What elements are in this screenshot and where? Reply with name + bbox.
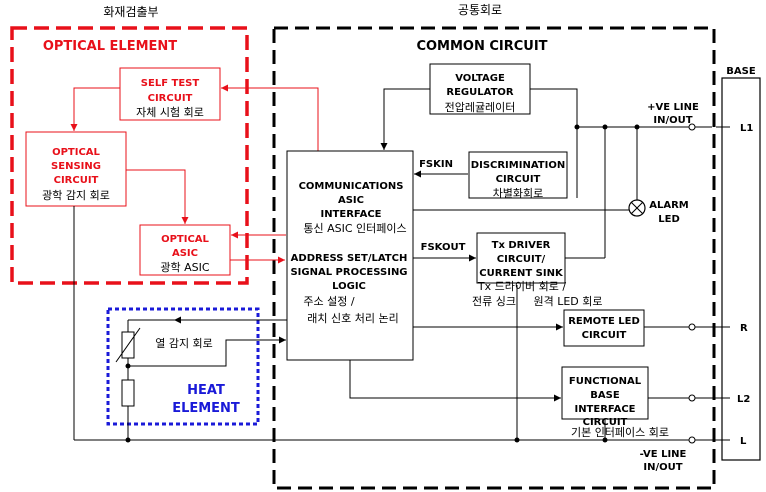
discrimination-label-1: DISCRIMINATION [471,160,565,171]
optical-element-frame [10,26,249,285]
thermistor-slash [115,327,141,363]
optical-asic-label-kr: 광학 ASIC [160,261,209,274]
asic-to-functional-base [349,360,561,402]
optical-asic-label-1: OPTICAL [161,234,209,245]
functional-base-label-1: FUNCTIONAL [569,376,642,387]
optical-sensing-label-1: OPTICAL [52,147,100,158]
junction-dot [514,437,520,443]
negative-line-label-1: -VE LINE [640,449,687,460]
tx-driver-label-2: CIRCUIT/ [497,254,546,265]
remote-led-label-2: CIRCUIT [582,330,627,341]
base-box [721,77,761,461]
terminal-r-label: R [740,323,748,334]
junction-dot [634,124,640,130]
terminal-l2-label: L2 [737,394,750,405]
junction-dot [574,124,580,130]
tx-driver-label-1: Tx DRIVER [492,240,551,251]
resistor-icon [121,379,135,407]
optical-asic-box [139,224,231,276]
voltage-regulator-label-1: VOLTAGE [455,73,505,84]
optical-asic-label-2: ASIC [172,248,198,259]
positive-line-label-2: IN/OUT [653,115,692,126]
functional-base-label-3: INTERFACE [574,404,635,415]
comm-asic-label-2: ASIC [338,195,364,206]
remote-led-label-1: REMOTE LED [568,316,640,327]
functional-base-interface-box [561,366,649,420]
heat-element-label-1: HEAT [187,383,225,398]
positive-line-label-1: +VE LINE [647,102,699,113]
sensing-to-asic-arrow [126,169,189,224]
alarm-led-label-2: LED [658,214,680,225]
terminal-l-label: L [740,436,747,447]
alarm-led-label-1: ALARM [649,200,689,211]
address-logic-label-2: SIGNAL PROCESSING [290,267,407,278]
terminal-l1-label: L1 [740,123,753,134]
junction-dot [602,124,608,130]
junction-dot [125,363,131,369]
heat-element-label-2: ELEMENT [172,401,240,416]
comm-asic-label-1: COMMUNICATIONS [299,181,404,192]
discrimination-label-kr: 차별화회로 [493,187,544,200]
heat-element-frame [106,307,260,426]
optical-element-title: OPTICAL ELEMENT [43,39,177,54]
address-logic-label-kr2: 래치 신호 처리 논리 [307,312,398,325]
terminal-l2-circle [688,394,696,402]
tx-driver-label-kr2: 전류 싱크 [472,295,516,308]
terminal-l-circle [688,436,696,444]
terminal-r-circle [688,323,696,331]
common-section-heading: 공통회로 [458,3,502,17]
tx-driver-label-kr1: Tx 드라이버 회로 / [477,280,566,293]
remote-led-circuit-box [563,309,645,347]
heat-sense-to-asic [128,336,286,367]
optical-sensing-label-3: CIRCUIT [54,175,99,186]
heat-element-label-kr: 열 감지 회로 [155,337,213,350]
discrimination-label-2: CIRCUIT [496,174,541,185]
functional-base-label-2: BASE [590,390,620,401]
remote-led-label-kr: 원격 LED 회로 [533,295,602,308]
address-logic-label-1: ADDRESS SET/LATCH [291,253,408,264]
self-test-label-kr: 자체 시험 회로 [136,106,204,119]
negative-line-label-2: IN/OUT [643,462,682,473]
voltage-regulator-label-kr: 전압레귤레이터 [445,101,516,114]
voltage-regulator-label-2: REGULATOR [446,87,514,98]
terminal-l1-circle [688,123,696,131]
self-test-label-1: SELF TEST [141,78,200,89]
comm-asic-label-3: INTERFACE [320,209,381,220]
regulator-to-positive [530,88,578,127]
discrimination-circuit-box [468,151,568,199]
address-logic-label-3: LOGIC [332,281,366,292]
tx-driver-circuit-box [476,232,566,284]
junction-dot [602,437,608,443]
fskout-label: FSKOUT [421,242,466,253]
self-test-circuit-box [119,67,221,121]
alarm-led-cross [631,202,643,214]
base-title: BASE [726,66,756,77]
optical-sensing-label-2: SENSING [51,161,101,172]
tx-driver-label-3: CURRENT SINK [479,268,564,279]
comm-asic-label-kr: 통신 ASIC 인터페이스 [303,222,406,235]
optical-sensing-circuit-box [25,131,127,207]
common-circuit-title: COMMON CIRCUIT [416,39,547,54]
detector-section-heading: 화재검출부 [103,5,158,19]
functional-base-label-kr: 기본 인터페이스 회로 [571,426,669,439]
comm-to-self-test-arrow [221,84,319,151]
self-test-label-2: CIRCUIT [148,93,193,104]
self-test-to-sensing-arrow [70,87,120,131]
optical-sensing-label-kr: 광학 감지 회로 [42,189,110,202]
fskin-label: FSKIN [419,159,453,170]
common-circuit-frame [272,26,716,490]
address-logic-label-kr1: 주소 설정 / [303,295,354,308]
regulator-feed-asic [380,88,430,150]
